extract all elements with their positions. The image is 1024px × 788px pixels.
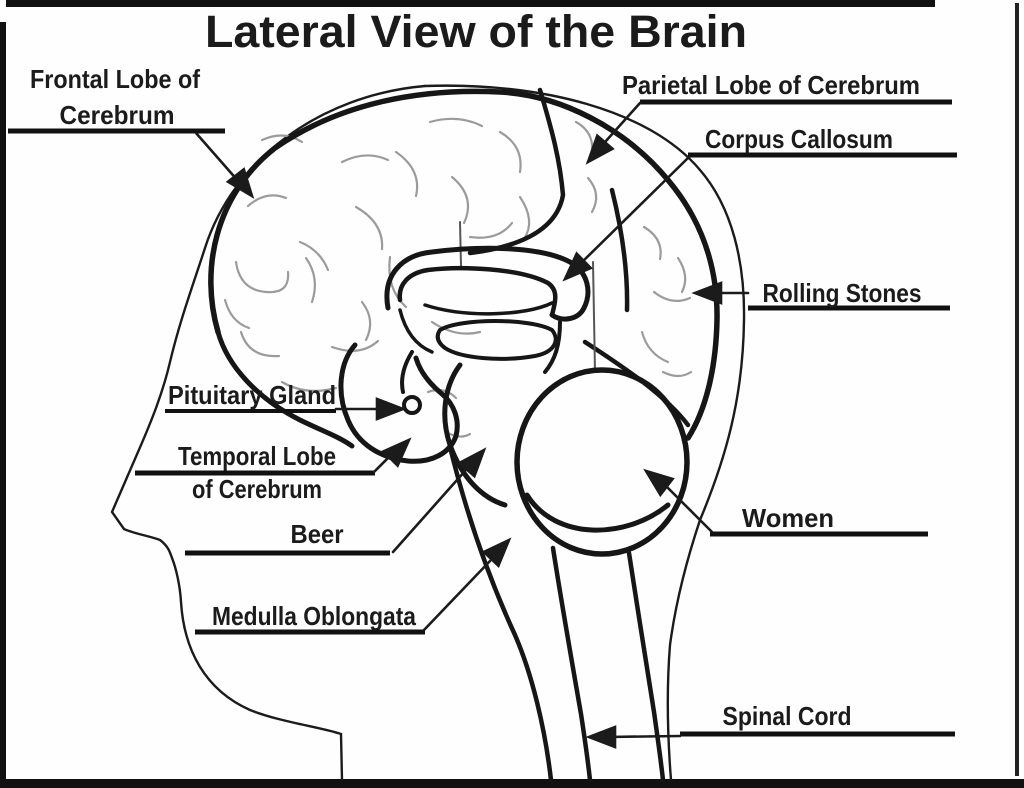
head-profile-outline [110, 84, 746, 782]
temporal-lobe-arrow [381, 437, 412, 468]
label-parietal-lobe: Parietal Lobe of Cerebrum [622, 70, 920, 100]
pointers [194, 101, 750, 749]
rolling-stones-arrow [691, 281, 723, 305]
pituitary-gland-pointer [334, 397, 407, 421]
thin-inner-line-upper [459, 221, 462, 267]
pituitary-gland-arrow [375, 397, 407, 421]
spinal-cord-pointer [585, 725, 682, 749]
border-right-line [1015, 3, 1019, 776]
women-leader-line [661, 481, 714, 534]
parietal-lobe-arrow [585, 133, 615, 165]
border-top-bar [6, 0, 935, 7]
parieto-occipital-boundary [609, 187, 630, 313]
brain-outline [208, 87, 720, 783]
women-pointer [643, 468, 714, 534]
temporal-lobe-pointer [372, 437, 412, 474]
spinal-cord-leader-line [605, 734, 682, 739]
frontal-lobe-arrow [225, 167, 255, 199]
label-spinal-cord: Spinal Cord [723, 701, 852, 731]
corpus-callosum-arrow [562, 251, 593, 282]
sulci-squiggles [223, 117, 693, 438]
label-medulla-oblongata: Medulla Oblongata [212, 601, 416, 631]
label-rolling-stones: Rolling Stones [763, 278, 922, 308]
label-underlines [8, 99, 957, 737]
corpus-callosum-shape [384, 245, 591, 322]
women-arrow [643, 468, 675, 498]
beer-leader-line [391, 469, 467, 554]
brainstem-spinal-cord-lines [447, 444, 666, 783]
label-pituitary-gland: Pituitary Gland [168, 380, 336, 410]
beer-arrow [457, 447, 487, 479]
fornix-curve [398, 308, 434, 354]
corpus-callosum-leader-line [575, 155, 691, 269]
cerebellum-shape [514, 367, 690, 557]
medulla-oblongata-arrow [481, 537, 512, 569]
thalamus-shape [435, 319, 558, 361]
label-women: Women [742, 503, 834, 533]
rolling-stones-pointer [691, 281, 750, 305]
parietal-lobe-pointer [585, 101, 642, 165]
label-frontal-lobe-line1: Frontal Lobe of [30, 64, 200, 94]
label-frontal-lobe-line2: Cerebrum [60, 100, 175, 130]
pituitary-gland-shape [402, 395, 422, 415]
label-temporal-lobe-line1: Temporal Lobe [178, 441, 336, 471]
beer-pointer [391, 447, 487, 554]
cerebrum-outline [208, 88, 720, 441]
label-corpus-callosum: Corpus Callosum [705, 124, 893, 154]
label-beer: Beer [291, 519, 344, 549]
label-temporal-lobe-line2: of Cerebrum [192, 474, 322, 504]
spinal-cord-arrow [585, 725, 617, 749]
corpus-callosum-pointer [562, 155, 691, 282]
medulla-oblongata-leader-line [422, 559, 492, 632]
thin-inner-line-lower [592, 261, 596, 373]
frontal-parietal-boundary [467, 87, 566, 256]
border-bottom-bar [0, 779, 1024, 788]
face-profile-line [110, 84, 427, 782]
medulla-oblongata-pointer [422, 537, 512, 632]
temporal-lobe-shape [338, 342, 460, 464]
border-left-bar [0, 22, 6, 780]
back-of-head-line [423, 84, 746, 782]
pituitary-stalk [400, 350, 414, 394]
diagram-title: Lateral View of the Brain [205, 6, 747, 57]
splenium-to-midbrain-line [543, 320, 562, 374]
cerebrum-front-lower-outline [215, 329, 355, 449]
frontal-lobe-pointer [194, 131, 255, 199]
